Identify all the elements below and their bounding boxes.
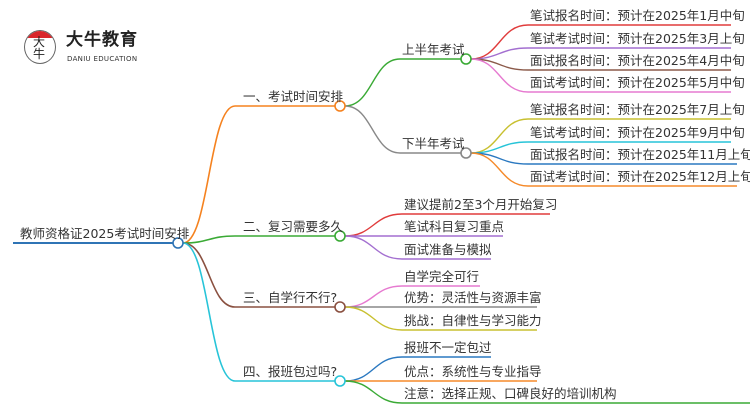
branch-topic-3[interactable]: 三、自学行不行?	[243, 290, 338, 305]
logo-glyph: 大牛	[33, 36, 46, 61]
branch-topic-1[interactable]: 一、考试时间安排	[243, 89, 344, 104]
leaf-topic[interactable]: 优势：灵活性与资源丰富	[404, 290, 542, 305]
leaf-topic[interactable]: 建议提前2至3个月开始复习	[404, 197, 558, 212]
subbranch-topic[interactable]: 下半年考试	[402, 136, 465, 151]
branch-link-3	[182, 242, 335, 308]
leaf-topic[interactable]: 笔试科目复习重点	[404, 219, 505, 234]
subbranch-link	[344, 105, 461, 154]
leaf-link	[470, 24, 731, 60]
leaf-link	[470, 152, 737, 187]
leaf-link	[344, 306, 537, 331]
leaf-link	[470, 58, 731, 93]
branch-node-4[interactable]	[334, 375, 346, 387]
leaf-topic[interactable]: 自学完全可行	[404, 269, 480, 284]
leaf-topic[interactable]: 面试报名时间：预计在2025年11月上旬	[530, 147, 750, 162]
leaf-link	[344, 356, 491, 382]
leaf-link	[470, 152, 737, 165]
leaf-topic[interactable]: 笔试考试时间：预计在2025年9月中旬	[530, 125, 745, 140]
leaf-link	[344, 213, 550, 237]
branch-link-4	[182, 242, 335, 382]
branch-link-2	[182, 235, 335, 244]
daniu-logo: 大牛 大牛教育 DANIU EDUCATION	[22, 28, 152, 70]
leaf-link	[470, 118, 731, 154]
subbranch-node[interactable]	[460, 147, 472, 159]
leaf-topic[interactable]: 优点：系统性与专业指导	[404, 364, 542, 379]
root-topic[interactable]: 教师资格证2025考试时间安排	[20, 226, 190, 241]
root-node[interactable]	[172, 237, 184, 249]
leaf-topic[interactable]: 笔试报名时间：预计在2025年7月上旬	[530, 102, 745, 117]
leaf-link	[344, 235, 491, 260]
leaf-link	[344, 380, 750, 404]
leaf-link	[470, 58, 731, 71]
leaf-link	[344, 285, 480, 308]
branch-node-1[interactable]	[334, 100, 346, 112]
leaf-topic[interactable]: 挑战：自律性与学习能力	[404, 313, 542, 328]
logo-subtitle: DANIU EDUCATION	[67, 55, 138, 63]
leaf-topic[interactable]: 报班不一定包过	[404, 340, 492, 355]
leaf-topic[interactable]: 面试准备与模拟	[404, 242, 492, 257]
leaf-topic[interactable]: 面试报名时间：预计在2025年4月中旬	[530, 53, 745, 68]
branch-node-3[interactable]	[334, 301, 346, 313]
logo-emblem: 大牛	[24, 30, 56, 64]
branch-topic-4[interactable]: 四、报班包过吗?	[243, 364, 338, 379]
branch-node-2[interactable]	[334, 230, 346, 242]
leaf-topic[interactable]: 笔试考试时间：预计在2025年3月上旬	[530, 31, 745, 46]
branch-topic-2[interactable]: 二、复习需要多久	[243, 219, 344, 234]
subbranch-link	[344, 58, 461, 107]
leaf-link	[470, 47, 731, 60]
leaf-topic[interactable]: 笔试报名时间：预计在2025年1月中旬	[530, 8, 745, 23]
leaf-link	[470, 141, 731, 154]
logo-name: 大牛教育	[66, 30, 138, 50]
leaf-topic[interactable]: 注意：选择正规、口碑良好的培训机构	[404, 386, 617, 401]
subbranch-node[interactable]	[460, 53, 472, 65]
subbranch-topic[interactable]: 上半年考试	[402, 42, 465, 57]
branch-link-1	[182, 105, 335, 244]
leaf-topic[interactable]: 面试考试时间：预计在2025年5月中旬	[530, 75, 745, 90]
leaf-topic[interactable]: 面试考试时间：预计在2025年12月上旬	[530, 169, 750, 184]
